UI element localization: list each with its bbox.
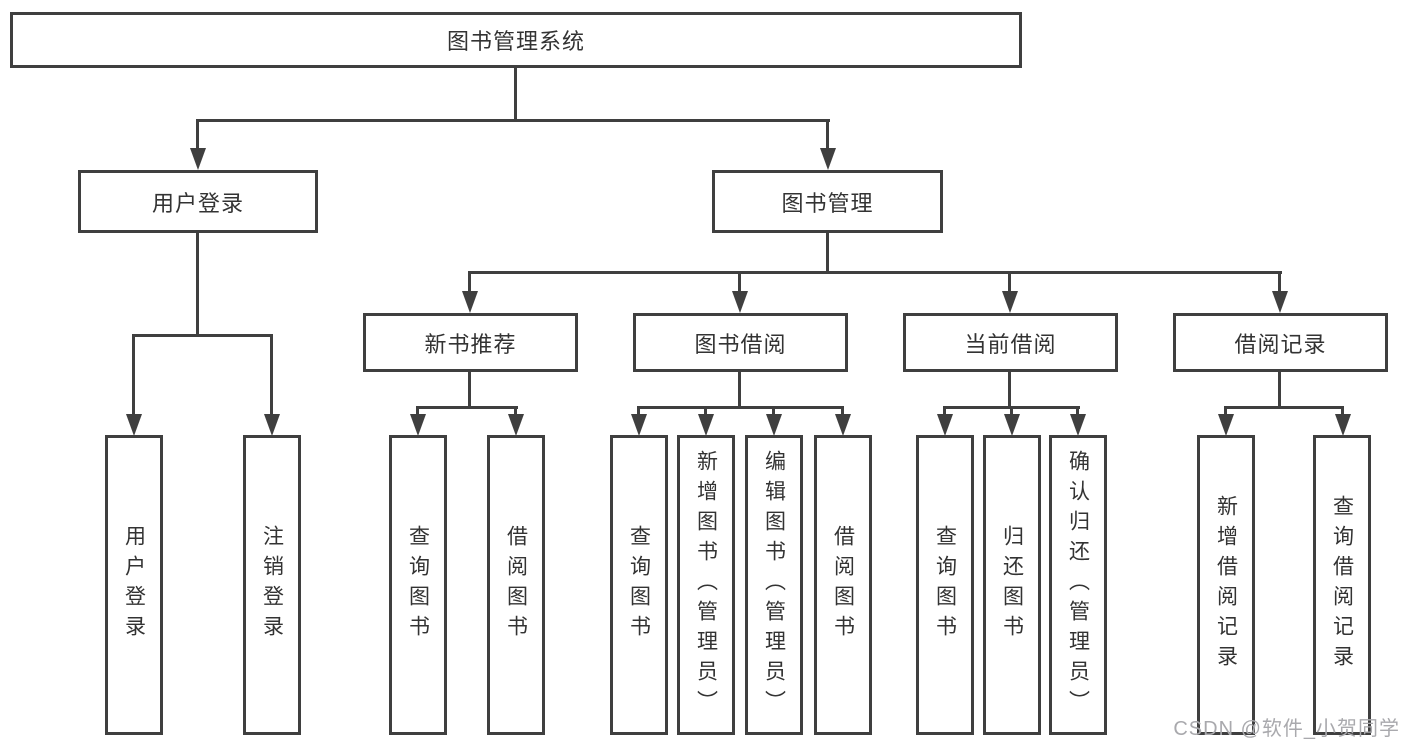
node-book-borrow-label: 图书借阅 (694, 331, 787, 357)
leaf-current-return-books-label: 归还图书 (1000, 525, 1024, 645)
connector-borrow-stem (738, 372, 741, 409)
connector-bookmgmt-drop-2 (738, 271, 741, 293)
leaf-record-add-record-label: 新增借阅记录 (1214, 495, 1238, 675)
node-book-management: 图书管理 (712, 170, 943, 233)
connector-borrow-drop-3 (772, 406, 775, 417)
arrow-down-icon (190, 148, 206, 170)
leaf-borrow-borrow-books-label: 借阅图书 (831, 525, 855, 645)
leaf-record-query-record: 查询借阅记录 (1313, 435, 1371, 735)
leaf-user-login-label: 用户登录 (122, 525, 146, 645)
arrow-down-icon (1070, 414, 1086, 436)
connector-root-drop-left (196, 119, 199, 151)
leaf-borrow-add-books-admin-label: 新增图书（管理员） (694, 450, 718, 720)
leaf-logout-label: 注销登录 (260, 525, 284, 645)
connector-bookmgmt-drop-4 (1278, 271, 1281, 293)
connector-recommend-drop-1 (416, 406, 419, 417)
node-current-borrow-label: 当前借阅 (964, 331, 1057, 357)
connector-bookmgmt-bar (468, 271, 1282, 274)
leaf-borrow-edit-books-admin-label: 编辑图书（管理员） (762, 450, 786, 720)
arrow-down-icon (698, 414, 714, 436)
connector-recommend-drop-2 (514, 406, 517, 417)
leaf-record-query-record-label: 查询借阅记录 (1330, 495, 1354, 675)
connector-bookmgmt-drop-3 (1008, 271, 1011, 293)
arrow-down-icon (631, 414, 647, 436)
connector-borrow-drop-4 (841, 406, 844, 417)
arrow-down-icon (1272, 291, 1288, 313)
connector-bookmgmt-drop-1 (468, 271, 471, 293)
connector-record-bar (1224, 406, 1344, 409)
connector-current-stem (1008, 372, 1011, 409)
arrow-down-icon (732, 291, 748, 313)
node-current-borrow: 当前借阅 (903, 313, 1118, 372)
connector-record-stem (1278, 372, 1281, 409)
node-user-login-label: 用户登录 (151, 190, 244, 216)
arrow-down-icon (1002, 291, 1018, 313)
connector-borrow-drop-2 (704, 406, 707, 417)
arrow-down-icon (1335, 414, 1351, 436)
connector-current-drop-2 (1010, 406, 1013, 417)
arrow-down-icon (410, 414, 426, 436)
leaf-recommend-borrow-books-label: 借阅图书 (504, 525, 528, 645)
node-root: 图书管理系统 (10, 12, 1022, 68)
connector-userlogin-bar (132, 334, 273, 337)
connector-userlogin-drop-1 (132, 334, 135, 417)
connector-current-drop-3 (1076, 406, 1079, 417)
connector-userlogin-drop-2 (270, 334, 273, 417)
arrow-down-icon (1004, 414, 1020, 436)
leaf-current-query-books: 查询图书 (916, 435, 974, 735)
connector-recommend-stem (468, 372, 471, 409)
leaf-borrow-query-books-label: 查询图书 (627, 525, 651, 645)
connector-root-stem (514, 68, 517, 122)
node-new-book-recommend-label: 新书推荐 (424, 331, 517, 357)
connector-bookmgmt-stem (826, 233, 829, 274)
node-book-borrow: 图书借阅 (633, 313, 848, 372)
leaf-recommend-borrow-books: 借阅图书 (487, 435, 545, 735)
arrow-down-icon (1218, 414, 1234, 436)
leaf-current-return-books: 归还图书 (983, 435, 1041, 735)
arrow-down-icon (820, 148, 836, 170)
leaf-record-add-record: 新增借阅记录 (1197, 435, 1255, 735)
node-book-management-label: 图书管理 (781, 190, 874, 216)
arrow-down-icon (937, 414, 953, 436)
connector-recommend-bar (416, 406, 518, 409)
leaf-recommend-query-books: 查询图书 (389, 435, 447, 735)
arrow-down-icon (462, 291, 478, 313)
leaf-borrow-edit-books-admin: 编辑图书（管理员） (745, 435, 803, 735)
arrow-down-icon (835, 414, 851, 436)
leaf-logout: 注销登录 (243, 435, 301, 735)
connector-record-drop-2 (1341, 406, 1344, 417)
leaf-user-login: 用户登录 (105, 435, 163, 735)
node-borrow-record: 借阅记录 (1173, 313, 1388, 372)
connector-borrow-bar (637, 406, 844, 409)
connector-record-drop-1 (1224, 406, 1227, 417)
connector-root-drop-right (826, 119, 829, 151)
leaf-borrow-borrow-books: 借阅图书 (814, 435, 872, 735)
leaf-current-confirm-return-admin: 确认归还（管理员） (1049, 435, 1107, 735)
node-user-login: 用户登录 (78, 170, 318, 233)
leaf-current-confirm-return-admin-label: 确认归还（管理员） (1066, 450, 1090, 720)
connector-userlogin-stem (196, 233, 199, 337)
node-new-book-recommend: 新书推荐 (363, 313, 578, 372)
arrow-down-icon (766, 414, 782, 436)
arrow-down-icon (126, 414, 142, 436)
leaf-recommend-query-books-label: 查询图书 (406, 525, 430, 645)
leaf-borrow-add-books-admin: 新增图书（管理员） (677, 435, 735, 735)
connector-borrow-drop-1 (637, 406, 640, 417)
leaf-borrow-query-books: 查询图书 (610, 435, 668, 735)
connector-root-bar (196, 119, 830, 122)
connector-current-drop-1 (943, 406, 946, 417)
arrow-down-icon (264, 414, 280, 436)
node-borrow-record-label: 借阅记录 (1234, 331, 1327, 357)
node-root-label: 图书管理系统 (446, 29, 585, 54)
leaf-current-query-books-label: 查询图书 (933, 525, 957, 645)
arrow-down-icon (508, 414, 524, 436)
